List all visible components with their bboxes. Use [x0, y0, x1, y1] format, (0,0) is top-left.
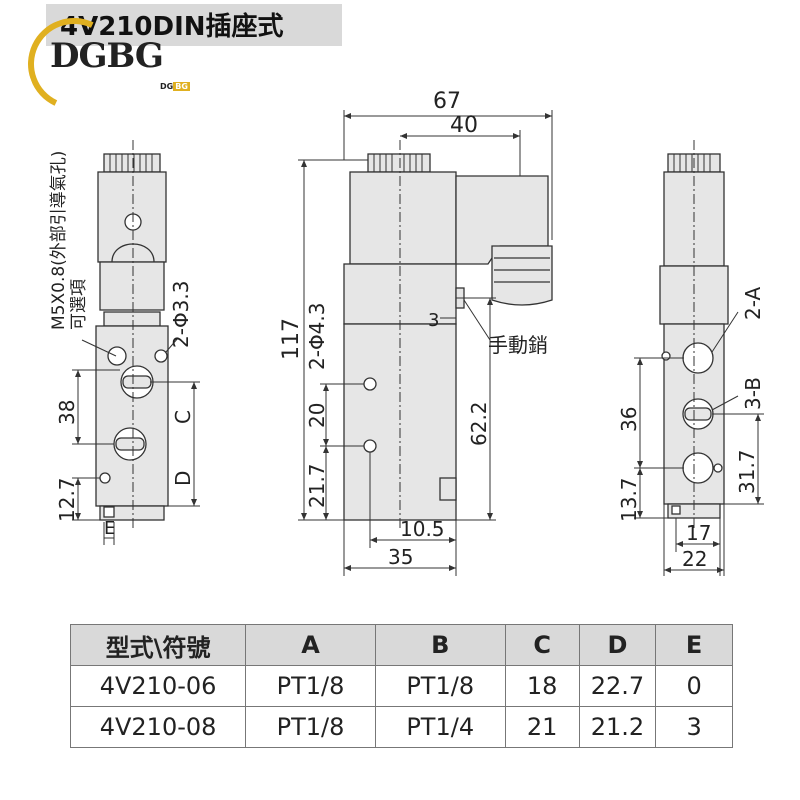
right-cap-knurl	[673, 154, 711, 172]
header-a: A	[245, 624, 376, 666]
right-dim-22: 22	[682, 547, 707, 571]
middle-dim-117: 117	[279, 318, 304, 360]
cell-c: 21	[504, 706, 580, 748]
right-dim-13-7: 13.7	[617, 477, 641, 522]
cell-a: PT1/8	[245, 665, 376, 707]
left-mount-hole-bottom	[99, 472, 111, 484]
left-base	[99, 505, 165, 521]
left-dim-e: E	[104, 518, 115, 539]
left-neck	[99, 261, 165, 311]
middle-manual-pin-label: 手動銷	[488, 333, 548, 357]
middle-dim-35: 35	[388, 545, 413, 569]
middle-mount-hole-lower	[363, 439, 377, 453]
left-mount-hole	[154, 349, 168, 363]
left-view	[95, 153, 169, 521]
right-dim-31-7: 31.7	[735, 449, 759, 494]
middle-dim-40: 40	[450, 113, 478, 138]
middle-dim-67: 67	[433, 89, 461, 114]
left-dim-12-7: 12.7	[55, 477, 79, 522]
title-bar	[46, 4, 342, 46]
cell-a: PT1/8	[245, 706, 376, 748]
left-dim-c: C	[171, 410, 195, 424]
middle-cap	[367, 153, 431, 173]
left-port-lower-slot	[115, 437, 145, 451]
header-d: D	[578, 624, 657, 666]
middle-dim-3: 3	[428, 310, 439, 331]
table-row: 4V210-08 PT1/8 PT1/4 21 21.2 3	[69, 706, 733, 748]
middle-din-plug-base	[491, 245, 553, 306]
middle-dim-hole: 2-Φ4.3	[305, 303, 329, 371]
left-vertical-note: M5X0.8(外部引導氣孔)	[49, 151, 69, 330]
cell-e: 3	[655, 706, 733, 748]
table-row: 4V210-06 PT1/8 PT1/8 18 22.7 0	[69, 665, 733, 707]
right-port-lower	[682, 452, 714, 484]
header-e: E	[655, 624, 733, 666]
middle-view-dims	[298, 110, 553, 576]
middle-coil	[349, 171, 457, 265]
header-model: 型式\符號	[69, 624, 247, 666]
logo-small-accent: BG	[173, 82, 190, 91]
logo-small-text: DG	[160, 82, 174, 91]
cell-e: 0	[655, 665, 733, 707]
cell-d: 22.7	[578, 665, 657, 707]
middle-cap-knurl	[373, 154, 423, 172]
right-mount-hole	[661, 351, 671, 361]
middle-side-tab	[439, 477, 457, 501]
left-dim-d: D	[171, 471, 195, 486]
right-dim-36: 36	[617, 407, 641, 432]
left-base-slot	[103, 506, 115, 518]
spec-table: 型式\符號 A B C D E 4V210-06 PT1/8 PT1/8 18 …	[69, 624, 733, 748]
spec-table-header: 型式\符號 A B C D E	[69, 624, 733, 666]
left-dim-hole: 2-Φ3.3	[169, 281, 193, 349]
cell-b: PT1/4	[374, 706, 506, 748]
page-title: 4V210DIN插座式	[60, 12, 284, 42]
middle-dim-10-5: 10.5	[400, 517, 445, 541]
left-dim-38: 38	[55, 400, 79, 425]
logo: DGBG	[50, 36, 164, 76]
left-optional-note: 可選項	[69, 279, 89, 330]
left-view-dims	[72, 140, 200, 545]
middle-dim-20: 20	[305, 403, 329, 428]
left-cap-knurl	[109, 154, 153, 172]
left-port-upper-slot	[122, 375, 152, 389]
right-dim-2a: 2-A	[741, 286, 765, 320]
cell-b: PT1/8	[374, 665, 506, 707]
middle-dim-21-7: 21.7	[305, 463, 329, 508]
left-neck-ring	[103, 311, 161, 327]
left-pilot-hole	[107, 346, 127, 366]
right-base-slot	[671, 505, 681, 515]
right-dim-3b: 3-B	[741, 377, 765, 410]
right-dim-17: 17	[686, 521, 711, 545]
right-port-b-slot	[684, 407, 712, 421]
cell-model: 4V210-06	[69, 665, 247, 707]
middle-dim-62-2: 62.2	[467, 401, 491, 446]
header-c: C	[504, 624, 580, 666]
right-mount-hole-bottom	[713, 463, 723, 473]
right-port-a	[682, 342, 714, 374]
cell-d: 21.2	[578, 706, 657, 748]
right-view-dims	[634, 140, 764, 576]
cell-c: 18	[504, 665, 580, 707]
middle-mount-hole-upper	[363, 377, 377, 391]
technical-drawing: M5X0.8(外部引導氣孔) 可選項 2-Φ3.3 38 12.7 C D E	[49, 89, 765, 576]
cell-model: 4V210-08	[69, 706, 247, 748]
header-b: B	[374, 624, 506, 666]
